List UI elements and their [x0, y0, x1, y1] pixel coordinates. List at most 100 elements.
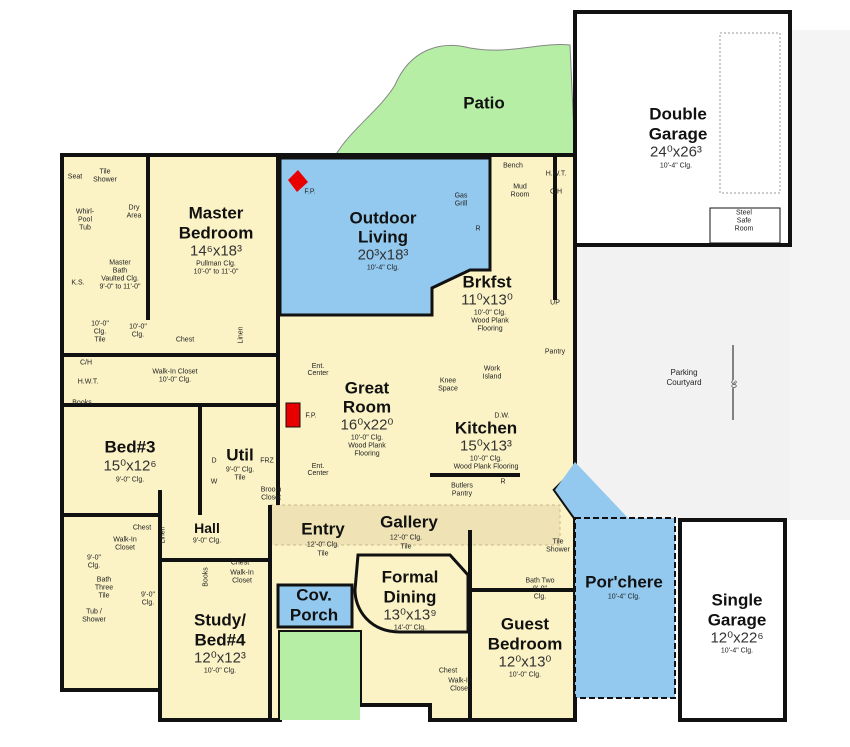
books-label: Books	[72, 399, 92, 407]
dry-area-label: Area	[126, 212, 142, 220]
work-island-label: Work	[483, 365, 501, 373]
safe-room-label: Steel	[736, 209, 752, 217]
washer-label: W	[210, 478, 218, 486]
courtyard-dimension: 30	[729, 380, 737, 388]
walk-in-closet-label: Closet	[115, 544, 135, 552]
butlers-pantry-label: Butlers	[451, 482, 473, 490]
single-garage-dims: 12⁰x22⁶	[710, 629, 764, 647]
single-garage-label: Single	[711, 590, 763, 610]
outdoor-living-ceiling: 10'-4" Clg.	[366, 264, 400, 272]
formal-dining-dims: 13⁰x13⁹	[383, 606, 437, 624]
work-island-label: Island	[482, 373, 502, 381]
master-bath-label: Master	[109, 259, 131, 267]
chest-label: Chest	[175, 336, 195, 344]
double-garage-dims: 24⁰x26³	[650, 143, 702, 161]
butlers-pantry-label: Pantry	[451, 490, 473, 498]
kitchen-floor: Wood Plank Flooring	[453, 463, 519, 471]
walk-in-closet-label: Closet	[232, 577, 252, 585]
hall-label: Hall	[194, 520, 220, 536]
ch-label: C/H	[549, 188, 563, 196]
hall-ceiling: 9'-0" Clg.	[192, 537, 222, 545]
bath3-ceiling: 9'-0"	[141, 591, 155, 599]
outdoor-living-area	[278, 156, 492, 317]
freezer-label: FRZ	[260, 457, 274, 465]
dry-area-label: Dry	[128, 204, 140, 212]
refrigerator-label: R	[475, 225, 481, 233]
tile-shower-label: Shower	[546, 546, 570, 554]
master-bath-label: Vaulted Clg.	[101, 275, 139, 283]
formal-dining-label-2: Dining	[383, 587, 437, 607]
stairs-up-label: UP	[550, 299, 560, 307]
guest-bedroom-dims: 12⁰x13⁰	[498, 653, 552, 671]
hwt-label: H.W.T.	[77, 378, 99, 386]
single-garage-label-2: Garage	[707, 610, 767, 630]
bath3-ceiling: Clg.	[87, 562, 101, 570]
broom-closet-label: Closet	[261, 494, 281, 502]
study-ceiling: 10'-0" Clg.	[203, 667, 237, 675]
ks-label: K.S.	[71, 279, 85, 287]
whirlpool-tub-label: Whirl-	[75, 208, 95, 216]
double-garage-area	[573, 10, 792, 247]
walk-in-closet-label: Closet	[450, 685, 470, 693]
bath3-ceiling: 9'-0"	[87, 554, 101, 562]
entry-label: Entry	[301, 519, 345, 539]
gallery-tile	[269, 504, 561, 546]
ent-center-label: Ent. Center	[307, 363, 329, 377]
util-label: Util	[226, 445, 254, 465]
bed3-label: Bed#3	[104, 437, 156, 457]
fireplace-outdoor	[288, 170, 308, 192]
whirlpool-tub-label: Pool	[77, 216, 93, 224]
great-room-label-2: Room	[342, 397, 392, 417]
bath-two-ceiling: 9'-0"	[533, 585, 547, 593]
pantry-label: Pantry	[544, 348, 566, 356]
bath-two-ceiling: Clg.	[533, 593, 547, 601]
breakfast-label: Brkfst	[462, 272, 512, 292]
double-garage-label-2: Garage	[648, 124, 708, 144]
side-yard	[790, 30, 850, 520]
great-room-floor: Flooring	[354, 450, 380, 458]
breakfast-floor: Flooring	[477, 325, 503, 333]
great-room-ceiling: 10'-0" Clg.	[350, 434, 384, 442]
tub-shower-label: Tub /	[86, 608, 102, 616]
chest-label: Chest	[132, 524, 152, 532]
safe-room-label: Safe	[736, 217, 752, 225]
kitchen-dims: 15⁰x13³	[460, 437, 512, 455]
breakfast-dims: 11⁰x13⁰	[461, 291, 513, 309]
outdoor-living-dims: 20³x18³	[357, 246, 409, 264]
porchere-label: Por'chere	[585, 572, 663, 592]
chest-label: Chest	[438, 667, 458, 675]
hwt-label: H.W.T.	[545, 170, 567, 178]
entry-floor: Tile	[317, 550, 329, 558]
guest-bedroom-ceiling: 10'-0" Clg.	[508, 671, 542, 679]
safe-room-label: Room	[734, 225, 754, 233]
knee-space-label: Space	[438, 385, 458, 393]
master-bedroom-ceiling-2: 10'-0" to 11'-0"	[193, 268, 239, 276]
ent-center-label: Ent. Center	[307, 463, 329, 477]
ch-label: C/H	[79, 359, 93, 367]
bath3-ceiling: Clg.	[141, 599, 155, 607]
bath-two-label: Bath Two	[525, 577, 555, 585]
gallery-label: Gallery	[380, 512, 438, 532]
walk-in-closet-label: Walk-In	[448, 677, 472, 685]
study-dims: 12⁰x12³	[194, 649, 246, 667]
great-room-label: Great	[344, 378, 390, 398]
seat-label: Seat	[67, 173, 83, 181]
linen-label: Linen	[237, 326, 245, 344]
bench-label: Bench	[503, 162, 523, 170]
study-label: Study/	[194, 610, 246, 630]
great-room-dims: 16⁰x22⁰	[340, 416, 394, 434]
steel-safe-room	[709, 207, 781, 244]
whirlpool-tub-label: Tub	[79, 224, 91, 232]
master-bedroom-ceiling: Pullman Clg.	[196, 260, 236, 268]
guest-bedroom-label: Guest	[500, 614, 550, 634]
great-room-floor: Wood Plank	[348, 442, 386, 450]
master-bedroom-label-2: Bedroom	[178, 223, 254, 243]
single-garage-ceiling: 10'-4" Clg.	[720, 647, 754, 655]
walk-in-closet-label: Walk-In	[230, 569, 254, 577]
broom-closet-label: Broom	[260, 486, 282, 494]
wc-label: Tile	[94, 336, 106, 344]
tub-shower-label: Shower	[82, 616, 106, 624]
formal-dining-label: Formal	[381, 567, 439, 587]
fireplace-great-room	[285, 402, 301, 428]
